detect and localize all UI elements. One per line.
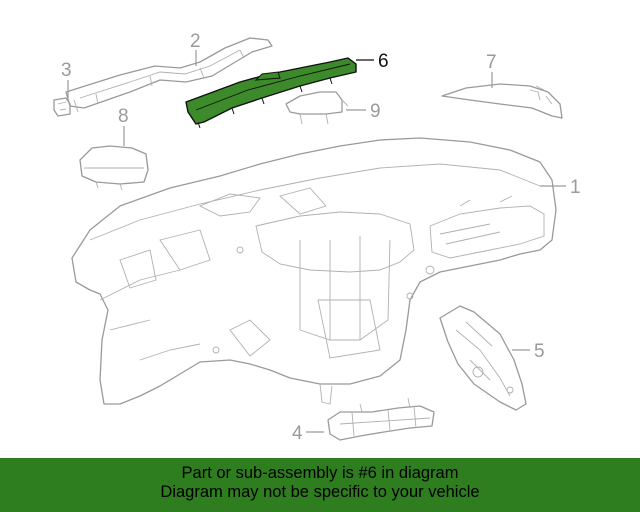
callout-7: 7 — [486, 52, 497, 73]
callout-labels: 1 2 3 4 5 6 7 8 9 — [61, 31, 581, 444]
callout-leaders — [67, 50, 566, 433]
callout-6: 6 — [378, 51, 389, 72]
part-7-trim-panel[interactable] — [441, 83, 563, 119]
caption-line-1: Part or sub-assembly is #6 in diagram — [181, 464, 459, 482]
caption-line-2: Diagram may not be specific to your vehi… — [160, 483, 480, 501]
part-1-instrument-panel[interactable] — [71, 137, 557, 405]
callout-2: 2 — [190, 31, 201, 52]
part-2-cross-beam[interactable] — [65, 37, 273, 113]
part-3-bracket[interactable] — [53, 97, 71, 117]
callout-8: 8 — [118, 106, 129, 127]
caption-bar: Part or sub-assembly is #6 in diagram Di… — [0, 458, 640, 512]
parts-diagram: 1 2 3 4 5 6 7 8 9 — [53, 31, 581, 444]
part-8-cover[interactable] — [79, 145, 149, 191]
callout-9: 9 — [370, 101, 381, 122]
callout-4: 4 — [292, 423, 303, 444]
callout-3: 3 — [61, 60, 72, 81]
callout-5: 5 — [534, 341, 545, 362]
part-5-bracket[interactable] — [439, 305, 527, 411]
part-4-bracket[interactable] — [327, 397, 435, 441]
part-6-highlighted-panel[interactable] — [185, 57, 357, 129]
part-9-cover[interactable] — [285, 91, 349, 125]
callout-1: 1 — [570, 177, 581, 198]
